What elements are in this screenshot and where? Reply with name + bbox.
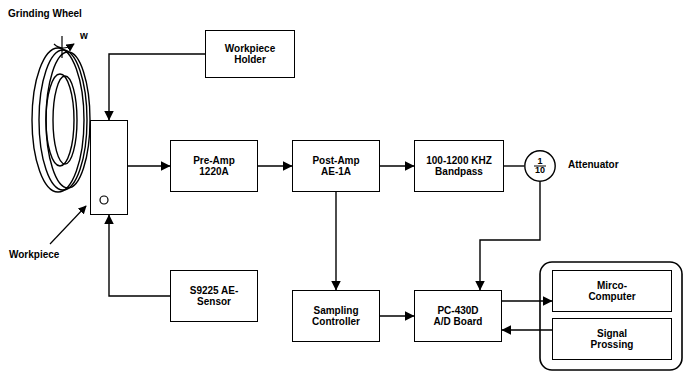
wheel-rim xyxy=(39,50,87,190)
circle-outline xyxy=(525,151,555,181)
node-text: 100-1200 KHZ Bandpass xyxy=(420,155,498,178)
computer-enclosure xyxy=(540,262,682,370)
signal-connector xyxy=(502,300,552,301)
signal-connector xyxy=(502,329,552,330)
part-label: Workpiece xyxy=(9,249,59,261)
node-text: Pre-Amp 1220A xyxy=(185,155,243,178)
node-text: Post-Amp AE-1A xyxy=(307,155,365,178)
process-box: Post-Amp AE-1A xyxy=(292,140,380,192)
signal-connector xyxy=(128,165,170,166)
process-box: PC-430D A/D Board xyxy=(414,290,502,342)
node-text: S9225 AE-Sensor xyxy=(185,285,243,308)
signal-connector xyxy=(335,192,336,290)
workpiece-block: Workpiece xyxy=(90,120,128,215)
process-box: Sampling Controller xyxy=(292,290,380,342)
wheel-rim xyxy=(46,52,90,188)
signal-connector xyxy=(480,182,540,290)
node-text: Signal Prossing xyxy=(584,328,640,351)
figure-label: Attenuator xyxy=(568,159,619,170)
signal-connector xyxy=(504,165,524,166)
process-box: 100-1200 KHZ Bandpass xyxy=(414,140,504,192)
wheel-axis xyxy=(61,36,62,58)
process-box: Signal Prossing xyxy=(552,318,672,360)
signal-connector xyxy=(109,54,205,120)
node-text: Sampling Controller xyxy=(306,305,366,328)
process-box: Workpiece Holder xyxy=(205,30,295,78)
node-text: PC-430D A/D Board xyxy=(429,305,487,328)
figure-label: Grinding Wheel xyxy=(8,8,82,19)
signal-connector xyxy=(380,315,414,316)
node-text: Workpiece Holder xyxy=(220,43,280,66)
node-text: 10 xyxy=(535,166,545,175)
wheel-bore xyxy=(53,76,77,164)
sensor-spot xyxy=(100,196,108,204)
process-box: Pre-Amp 1220A xyxy=(170,140,258,192)
grinding-wheel xyxy=(32,48,90,192)
wheel-rim xyxy=(32,48,84,192)
node-text: 1 xyxy=(537,157,542,166)
wheel-bore xyxy=(46,74,74,166)
attenuator-circle: 110 xyxy=(524,150,556,182)
node-text: Mirco-Computer xyxy=(584,280,640,303)
rotation-arrow xyxy=(54,44,74,48)
signal-connector xyxy=(380,165,414,166)
signal-connector xyxy=(109,215,170,296)
signal-connector xyxy=(258,165,292,166)
process-box: Mirco-Computer xyxy=(552,270,672,312)
rotation-symbol: w xyxy=(80,30,88,41)
leader-arrow xyxy=(50,206,86,244)
process-box: S9225 AE-Sensor xyxy=(170,270,258,322)
